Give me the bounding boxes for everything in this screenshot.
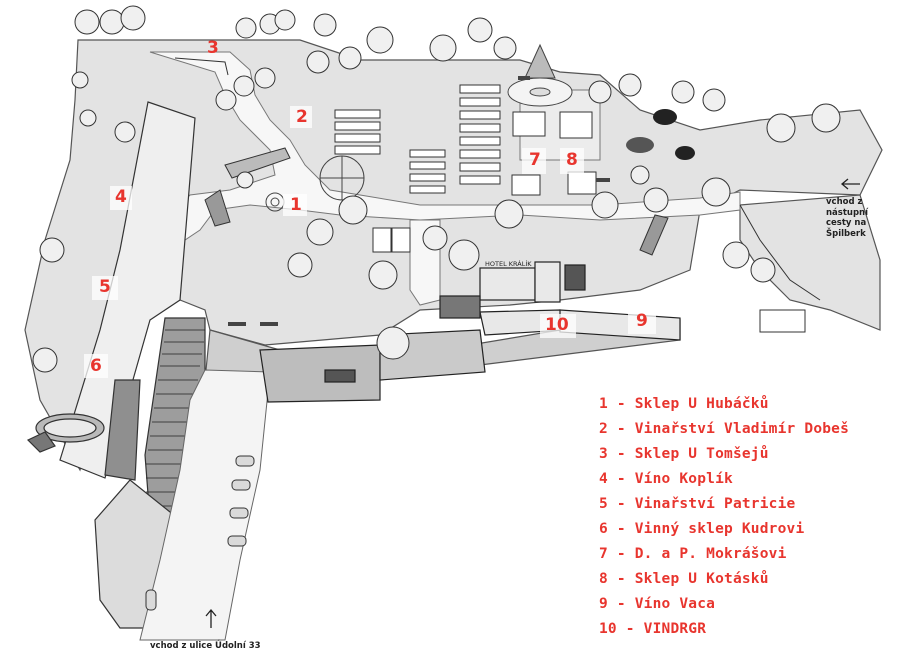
marker-backdrop	[540, 314, 576, 338]
marker-backdrop	[283, 194, 307, 216]
legend-item: 2 - Vinařství Vladimír Dobeš	[599, 421, 850, 437]
fountain-icon	[507, 43, 573, 107]
marker-backdrop	[92, 276, 118, 300]
legend-item: 8 - Sklep U Kotásků	[599, 571, 769, 587]
map-marker-9[interactable]: 9	[636, 311, 648, 331]
entrance-note-udolni: vchod z ulice Údolní 33	[150, 641, 261, 651]
map-marker-8[interactable]: 8	[566, 150, 578, 170]
legend-item: 4 - Víno Koplík	[599, 471, 733, 487]
marker-backdrop	[560, 148, 584, 174]
legend-item: 7 - D. a P. Mokrášovi	[599, 546, 787, 562]
legend-item: 9 - Víno Vaca	[599, 596, 716, 612]
bench-icon	[228, 76, 610, 326]
legend-item: 6 - Vinný sklep Kudrovi	[599, 521, 805, 537]
marker-backdrop	[628, 312, 656, 334]
tree-icon	[32, 5, 841, 373]
entrance-note-line: cesty na Špilberk	[826, 218, 867, 239]
pond	[26, 413, 105, 453]
map-marker-6[interactable]: 6	[90, 356, 102, 376]
map-marker-7[interactable]: 7	[529, 150, 541, 170]
legend-item: 5 - Vinařství Patricie	[599, 496, 796, 512]
legend-item: 1 - Sklep U Hubáčků	[599, 396, 769, 412]
marker-backdrop	[290, 106, 312, 128]
playground	[204, 147, 669, 256]
fences	[174, 57, 821, 301]
map-marker-4[interactable]: 4	[115, 187, 127, 207]
entrance-note-line: vchod z nástupní	[826, 197, 869, 218]
hotel-sign: HOTEL KRÁLÍK	[485, 259, 532, 268]
road	[139, 369, 271, 641]
legend: 1 - Sklep U Hubáčků 2 - Vinařství Vladim…	[599, 392, 849, 642]
arrow-icon	[205, 178, 860, 628]
entrance-note-spilberk: vchod z nástupní cesty na Špilberk	[826, 197, 906, 240]
map-marker-5[interactable]: 5	[99, 277, 111, 297]
car-icon	[145, 455, 255, 611]
legend-item: 3 - Sklep U Tomšejů	[599, 446, 769, 462]
map-marker-3[interactable]: 3	[207, 38, 219, 58]
map-marker-1[interactable]: 1	[290, 195, 302, 215]
marker-backdrop	[84, 354, 108, 378]
marker-backdrop	[110, 186, 132, 210]
map-marker-10[interactable]: 10	[545, 315, 569, 335]
legend-item: 10 - VINDRGR	[599, 621, 707, 637]
map-marker-2[interactable]: 2	[296, 107, 308, 127]
animal-icon	[626, 109, 695, 160]
marker-backdrop	[522, 148, 546, 174]
